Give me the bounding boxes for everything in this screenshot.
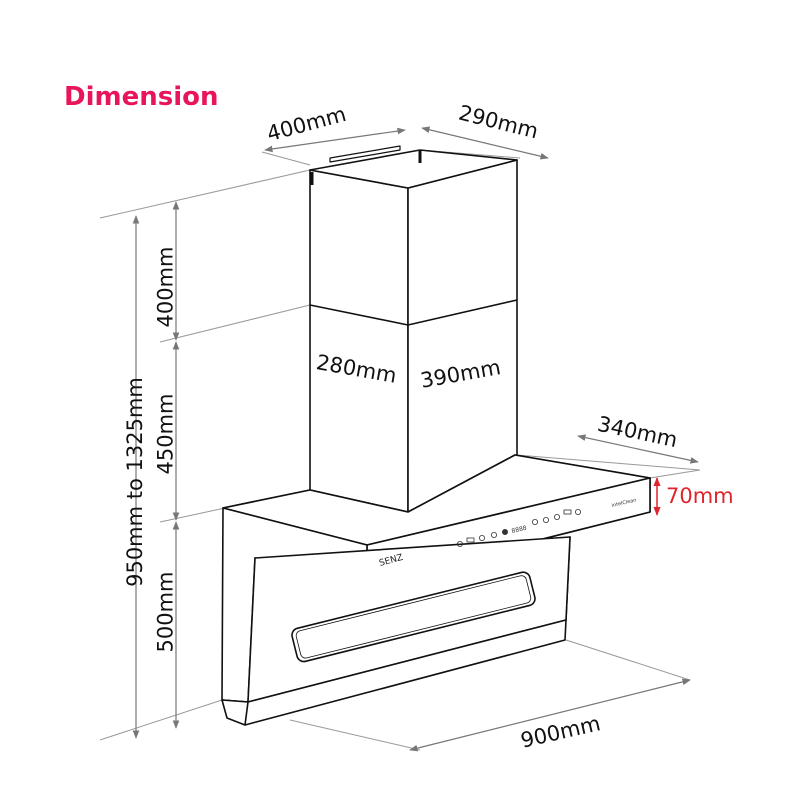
power-button-icon (575, 508, 582, 515)
label-lower-chimney-height: 450mm (153, 393, 178, 475)
label-hood-height: 500mm (153, 571, 178, 653)
control-panel[interactable]: 8888 (456, 508, 582, 548)
label-total-height: 950mm to 1325mm (122, 377, 147, 587)
mode-button-icon (563, 509, 572, 515)
timer-button-icon (466, 537, 475, 543)
label-hood-thickness: 70mm (666, 484, 734, 508)
brand-sub-logo: intelClean (611, 497, 637, 509)
display-digits: 8888 (511, 525, 528, 535)
hood-body (221, 454, 651, 726)
dimension-arrows (132, 126, 699, 752)
label-upper-chimney-height: 400mm (153, 246, 178, 328)
light-button-icon (456, 541, 463, 548)
chimney (309, 145, 518, 513)
clock-button-icon (532, 519, 539, 526)
extension-lines (99, 149, 701, 751)
fan-high-icon (501, 529, 508, 536)
clean-button-icon (543, 517, 550, 524)
fan-low-icon (478, 535, 485, 542)
auto-button-icon (554, 514, 561, 521)
diagram-title: Dimension (64, 82, 219, 112)
fan-mid-icon (490, 532, 497, 539)
